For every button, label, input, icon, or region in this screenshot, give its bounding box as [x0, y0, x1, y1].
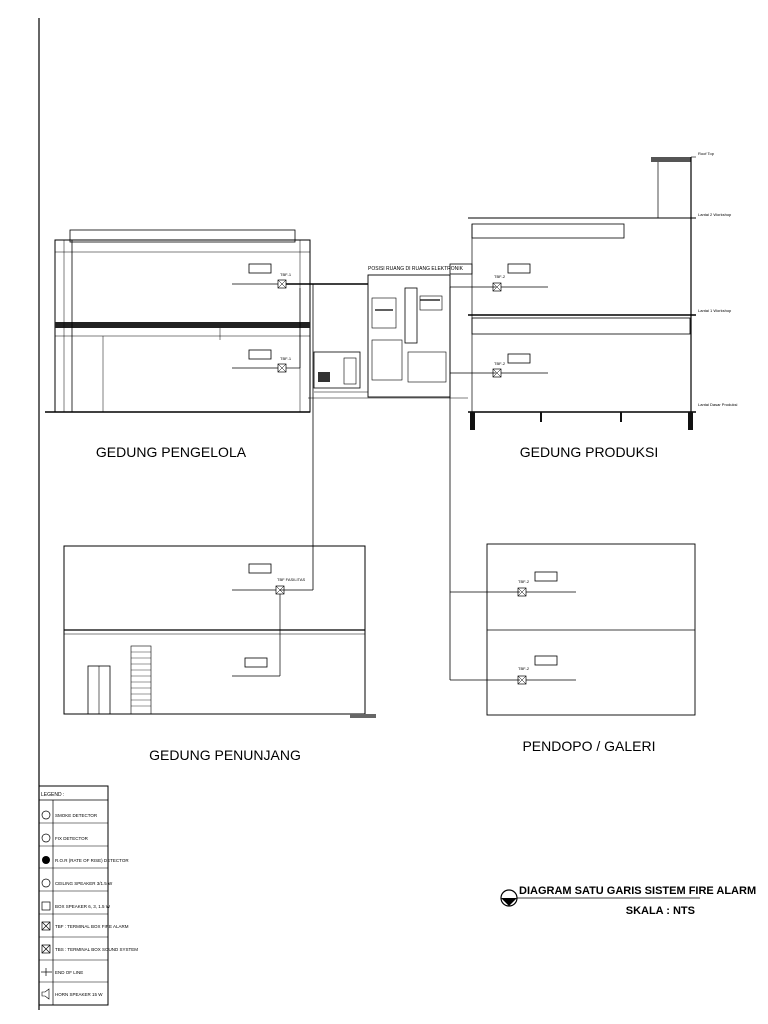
gedung-produksi-label: GEDUNG PRODUKSI	[520, 444, 658, 460]
level-roof-top: Roof Top	[698, 151, 715, 156]
legend-label-terminal-box-fire: TBF : TERMINAL BOX FIRE ALARM	[55, 924, 129, 929]
smoke-detector-icon	[41, 810, 51, 820]
terminal-box-fire-icon	[41, 921, 51, 931]
title-block: DIAGRAM SATU GARIS SISTEM FIRE ALARM SKA…	[500, 885, 756, 917]
box-speaker-icon	[41, 901, 51, 911]
legend-table: LEGEND : SMOKE DETECTOR FIX D	[38, 785, 138, 1006]
control-room-section: POSISI RUANG DI RUANG ELEKTRONIK	[313, 263, 473, 398]
gedung-produksi-section: Roof Top Lantai 2 Workshop Lantai 1 Work…	[468, 151, 737, 460]
legend-label-terminal-box-sound: TBS : TERMINAL BOX SOUND SYSTEM	[55, 947, 138, 952]
level-lantai-1: Lantai 1 Workshop	[698, 308, 732, 313]
level-lantai-2: Lantai 2 Workshop	[698, 212, 732, 217]
legend-label-fixed-detector: FIX DETECTOR	[55, 836, 89, 841]
legend-label-smoke-detector: SMOKE DETECTOR	[55, 813, 98, 818]
tbf-fasilitas-label: TBF FASILITAS	[277, 577, 305, 582]
tbf-2-pendopo-lower-label: TBF-2	[518, 666, 530, 671]
fire-alarm-trunk-lines	[280, 284, 520, 681]
legend-label-rate-of-rise: R.O.R (RATE OF RISE) DETECTOR	[55, 858, 129, 863]
control-room-title: POSISI RUANG DI RUANG ELEKTRONIK	[368, 266, 464, 272]
legend-header: LEGEND :	[41, 792, 64, 798]
legend-label-end-of-line: END OF LINE	[55, 970, 83, 975]
pendopo-galeri-section: TBF-2 TBF-2 PENDOPO / GALERI	[486, 543, 696, 754]
gedung-pengelola-label: GEDUNG PENGELOLA	[96, 444, 247, 460]
tbf-2-produksi-upper-label: TBF-2	[494, 274, 506, 279]
rate-of-rise-icon	[42, 856, 50, 864]
horn-speaker-icon	[41, 988, 50, 1000]
legend-label-ceiling-speaker: CEILING SPEAKER 3/1.5 W	[55, 881, 113, 886]
diagram-title: DIAGRAM SATU GARIS SISTEM FIRE ALARM	[519, 885, 756, 897]
tbf-2-produksi-lower-label: TBF-2	[494, 361, 506, 366]
ceiling-speaker-icon	[41, 878, 51, 888]
gedung-penunjang-section: TBF FASILITAS GEDUNG PENUNJANG	[63, 545, 376, 763]
diagram-scale: SKALA : NTS	[626, 905, 695, 917]
end-of-line-icon	[41, 968, 52, 976]
legend-label-horn-speaker: HORN SPEAKER 15 W	[55, 992, 103, 997]
legend-label-box-speaker: BOX SPEAKER 6, 3, 1.5 W	[55, 904, 111, 909]
tbf-2-pendopo-upper-label: TBF-2	[518, 579, 530, 584]
tbf-1-pengelola-upper-label: TBF-1	[280, 272, 292, 277]
gedung-pengelola-section: TBF-1 TBF-1 GEDUNG PENGELOLA	[45, 229, 368, 460]
fixed-detector-icon	[41, 833, 51, 843]
gedung-penunjang-label: GEDUNG PENUNJANG	[149, 747, 301, 763]
pendopo-galeri-label: PENDOPO / GALERI	[522, 738, 655, 754]
terminal-box-sound-icon	[41, 944, 51, 954]
tbf-1-pengelola-lower-label: TBF-1	[280, 356, 292, 361]
level-lantai-dasar: Lantai Dasar Produksi	[698, 402, 737, 407]
